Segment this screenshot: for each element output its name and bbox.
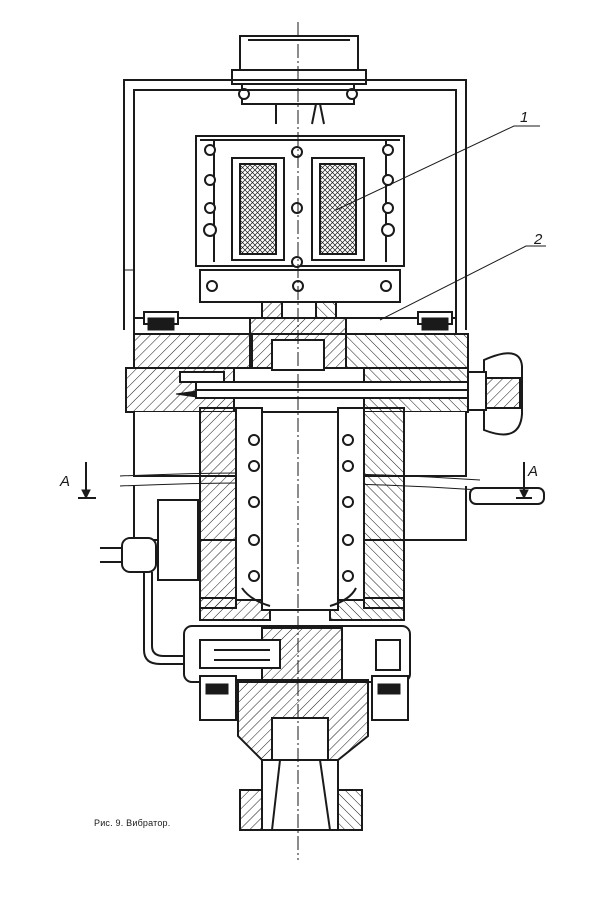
ball-bearings: [241, 434, 357, 607]
horizontal-shaft: [195, 352, 523, 436]
side-connector: [100, 499, 200, 665]
frame-bolts: [203, 144, 395, 268]
tool-holder: [237, 679, 369, 831]
section-label-right: A: [527, 463, 538, 480]
lower-block: [183, 625, 411, 721]
leader-1: [335, 125, 540, 211]
right-rod: [469, 487, 545, 505]
electromagnet: [195, 135, 405, 327]
coil-left: [231, 157, 285, 261]
part-1-label: 1: [520, 109, 528, 126]
figure-caption: Рис. 9. Вибратор.: [94, 818, 171, 828]
part-2-label: 2: [533, 231, 543, 248]
section-marker-left: [78, 462, 96, 500]
housing-cover: [123, 79, 467, 330]
leader-2: [379, 245, 546, 321]
section-marker-right: [516, 462, 532, 500]
section-label-left: A: [59, 473, 70, 490]
